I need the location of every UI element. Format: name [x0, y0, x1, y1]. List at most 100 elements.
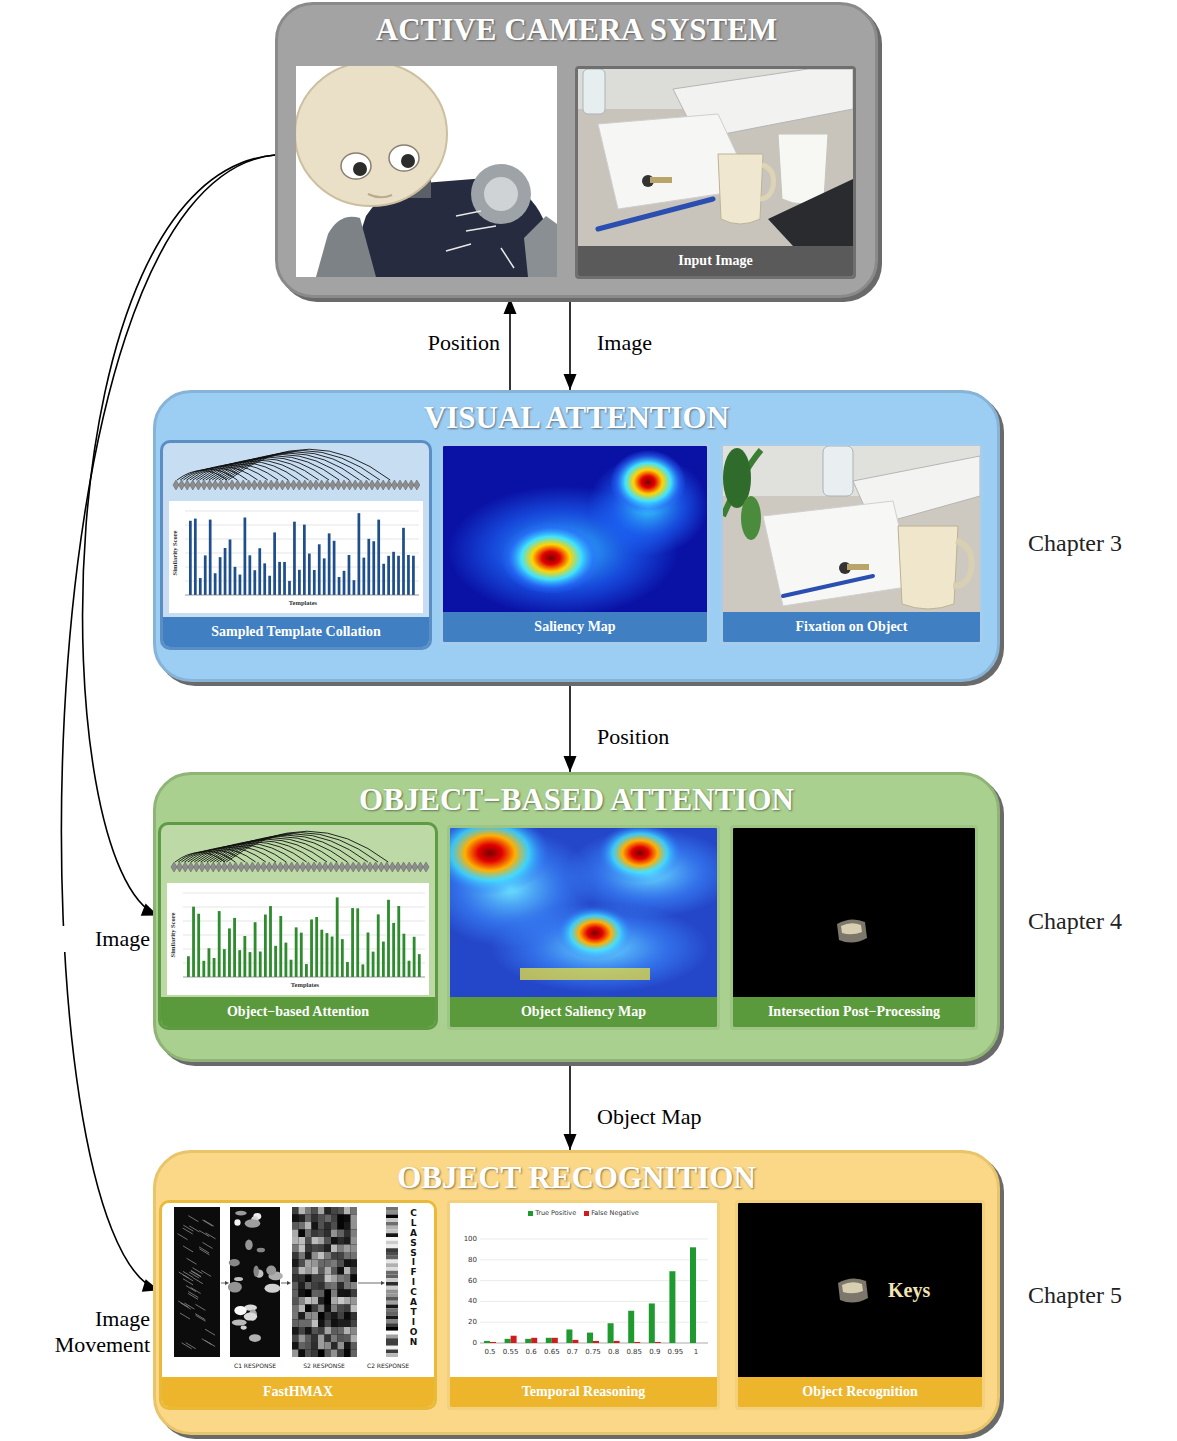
hmax-vector [386, 1256, 398, 1260]
hmax-strip [230, 1207, 280, 1357]
template-marker [212, 480, 218, 490]
hmax-texture [199, 1231, 209, 1237]
hmax-cell [312, 1267, 319, 1275]
panel-caption: Object Saliency Map [521, 1004, 646, 1019]
object-saliency-map [450, 828, 717, 997]
similarity-bar [269, 906, 272, 977]
hmax-cell [318, 1335, 325, 1343]
illustration-part [598, 199, 713, 229]
hmax-cell [338, 1252, 345, 1260]
hmax-cell [305, 1335, 312, 1343]
similarity-bar [279, 916, 282, 977]
hmax-cell [318, 1207, 325, 1215]
chart-bar [511, 1336, 517, 1343]
hmax-cell [344, 1230, 351, 1238]
template-marker [244, 862, 250, 872]
axis-tick: 0.55 [503, 1347, 519, 1357]
hmax-vector [386, 1248, 398, 1252]
hmax-cell [305, 1327, 312, 1335]
hmax-texture [202, 1339, 212, 1345]
hmax-cell [351, 1237, 358, 1245]
hmax-cell [312, 1222, 319, 1230]
method-panel: Sampled Template CollationSimilarity Sco… [160, 440, 432, 650]
hmax-cell [331, 1290, 338, 1298]
similarity-bar [392, 552, 395, 595]
hmax-cell [325, 1230, 332, 1238]
hmax-cell [318, 1327, 325, 1335]
hmax-vector [386, 1316, 398, 1320]
similarity-bar [194, 519, 197, 595]
hmax-texture [193, 1278, 203, 1284]
similarity-bar [333, 541, 336, 595]
hmax-cell [305, 1245, 312, 1253]
panel-caption: Fixation on Object [796, 619, 908, 634]
similarity-bar [418, 954, 421, 977]
hmax-cell [305, 1297, 312, 1305]
similarity-bar [308, 554, 311, 595]
illustration-part [520, 968, 650, 980]
chart-bar [669, 1271, 675, 1343]
template-marker [367, 862, 373, 872]
hmax-vector [386, 1353, 398, 1357]
hmax-vector [386, 1230, 398, 1234]
hmax-cell [318, 1320, 325, 1328]
hmax-cell [325, 1260, 332, 1268]
hmax-cell [331, 1245, 338, 1253]
similarity-bar [273, 532, 276, 595]
hmax-cell [351, 1350, 358, 1358]
hmax-cell [312, 1245, 319, 1253]
image-panel: Input Image [575, 66, 856, 279]
similarity-bar [351, 908, 354, 977]
template-arc [225, 451, 380, 480]
hmax-cell [338, 1222, 345, 1230]
hmax-vector [386, 1286, 398, 1290]
hmax-cell [344, 1260, 351, 1268]
hmax-cell [344, 1252, 351, 1260]
axis-tick: 1 [694, 1347, 698, 1357]
hmax-cell [318, 1260, 325, 1268]
stage-arrow-head [225, 1281, 229, 1285]
hmax-cell [338, 1282, 345, 1290]
template-marker [240, 480, 246, 490]
template-marker [218, 480, 224, 490]
band-title: ACTIVE CAMERA SYSTEM [376, 12, 777, 47]
hmax-cell [292, 1312, 299, 1320]
hmax-vector [386, 1237, 398, 1241]
similarity-bar [283, 562, 286, 595]
similarity-bar [367, 933, 370, 977]
hmax-cell [338, 1305, 345, 1313]
hmax-cell [292, 1260, 299, 1268]
hmax-cell [312, 1230, 319, 1238]
illustration-part [401, 154, 415, 168]
similarity-bar [284, 943, 287, 977]
panel-caption: Object Recognition [802, 1384, 917, 1399]
hmax-vector [386, 1222, 398, 1226]
hmax-cell [344, 1207, 351, 1215]
hmax-cell [305, 1350, 312, 1358]
hmax-blob [253, 1266, 258, 1277]
hmax-cell [331, 1297, 338, 1305]
hmax-cell [325, 1237, 332, 1245]
hmax-vector [386, 1338, 398, 1342]
hmax-cell [344, 1350, 351, 1358]
connector [504, 298, 517, 390]
template-marker [322, 862, 328, 872]
hmax-texture [189, 1272, 199, 1278]
axis-tick: 80 [450, 1255, 477, 1265]
template-marker [358, 480, 364, 490]
hmax-cell [292, 1320, 299, 1328]
stage-arrow-head [381, 1281, 385, 1285]
chart-ground [169, 501, 423, 613]
hmax-cell [312, 1342, 319, 1350]
similarity-bar [238, 950, 241, 977]
hmax-vector [386, 1350, 398, 1354]
hmax-cell [344, 1320, 351, 1328]
hmax-cell [351, 1297, 358, 1305]
similarity-bar [303, 525, 306, 595]
similarity-bar [367, 539, 370, 595]
hmax-cell [344, 1297, 351, 1305]
hmax-cell [299, 1290, 306, 1298]
hmax-cell [312, 1290, 319, 1298]
similarity-bar [361, 964, 364, 977]
similarity-bar [407, 555, 410, 595]
